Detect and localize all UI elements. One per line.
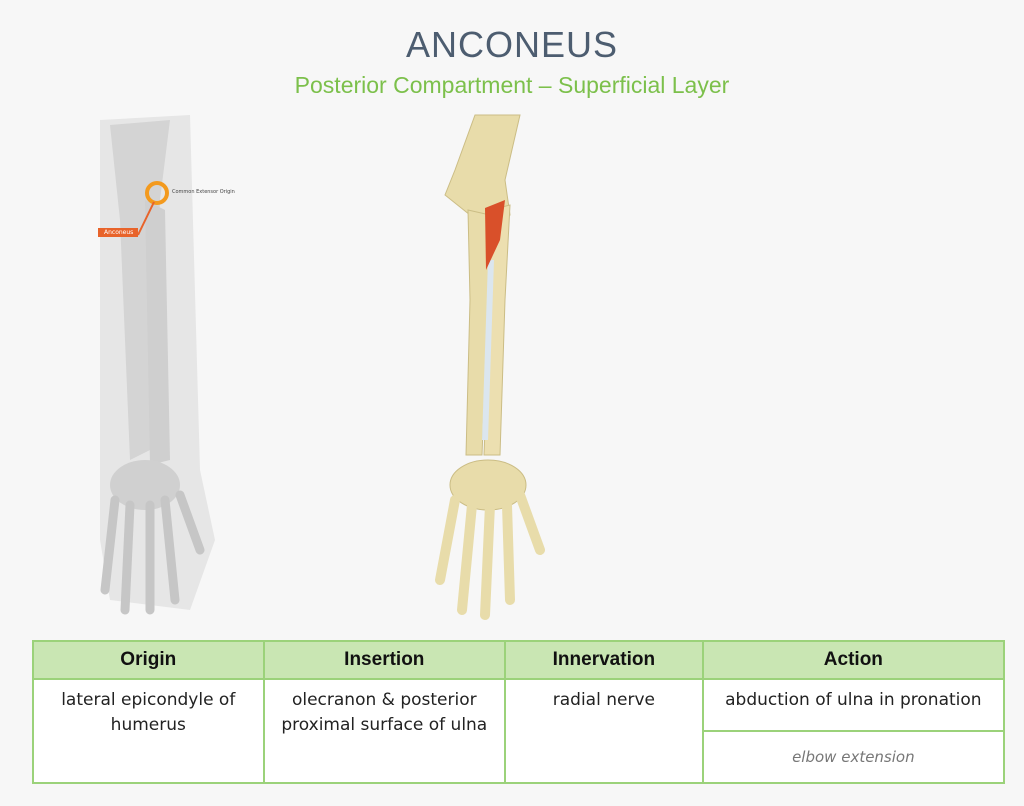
- cell-innervation: radial nerve: [504, 678, 704, 784]
- table-row: elbow extension: [33, 730, 1006, 784]
- label-common-extensor-origin: Common Extensor Origin: [172, 189, 235, 195]
- table-row: lateral epicondyle of humerus olecranon …: [32, 678, 1006, 784]
- muscle-info-table: Origin Insertion Innervation Action late…: [32, 640, 1006, 784]
- label-anconeus: Anconeus: [98, 228, 138, 237]
- cell-insertion: olecranon & posterior proximal surface o…: [262, 678, 507, 784]
- header-insertion: Insertion: [262, 640, 507, 680]
- anatomy-illustrations: [100, 114, 545, 620]
- header-innervation: Innervation: [504, 640, 704, 680]
- page-title: ANCONEUS: [405, 24, 619, 65]
- skeleton-arm-illustration: [435, 114, 545, 620]
- cell-action-secondary: elbow extension: [701, 730, 1006, 784]
- thumbnail-arm-illustration: [100, 115, 215, 615]
- cell-origin: lateral epicondyle of humerus: [32, 678, 265, 784]
- table-header-row: Origin Insertion Innervation Action: [32, 640, 1006, 680]
- origin-marker-icon: [145, 181, 169, 205]
- cell-action-primary: abduction of ulna in pronation: [701, 678, 1006, 732]
- header-origin: Origin: [32, 640, 265, 680]
- page-subtitle: Posterior Compartment – Superficial Laye…: [294, 72, 730, 98]
- header-action: Action: [701, 640, 1006, 680]
- anconeus-muscle: [485, 200, 505, 270]
